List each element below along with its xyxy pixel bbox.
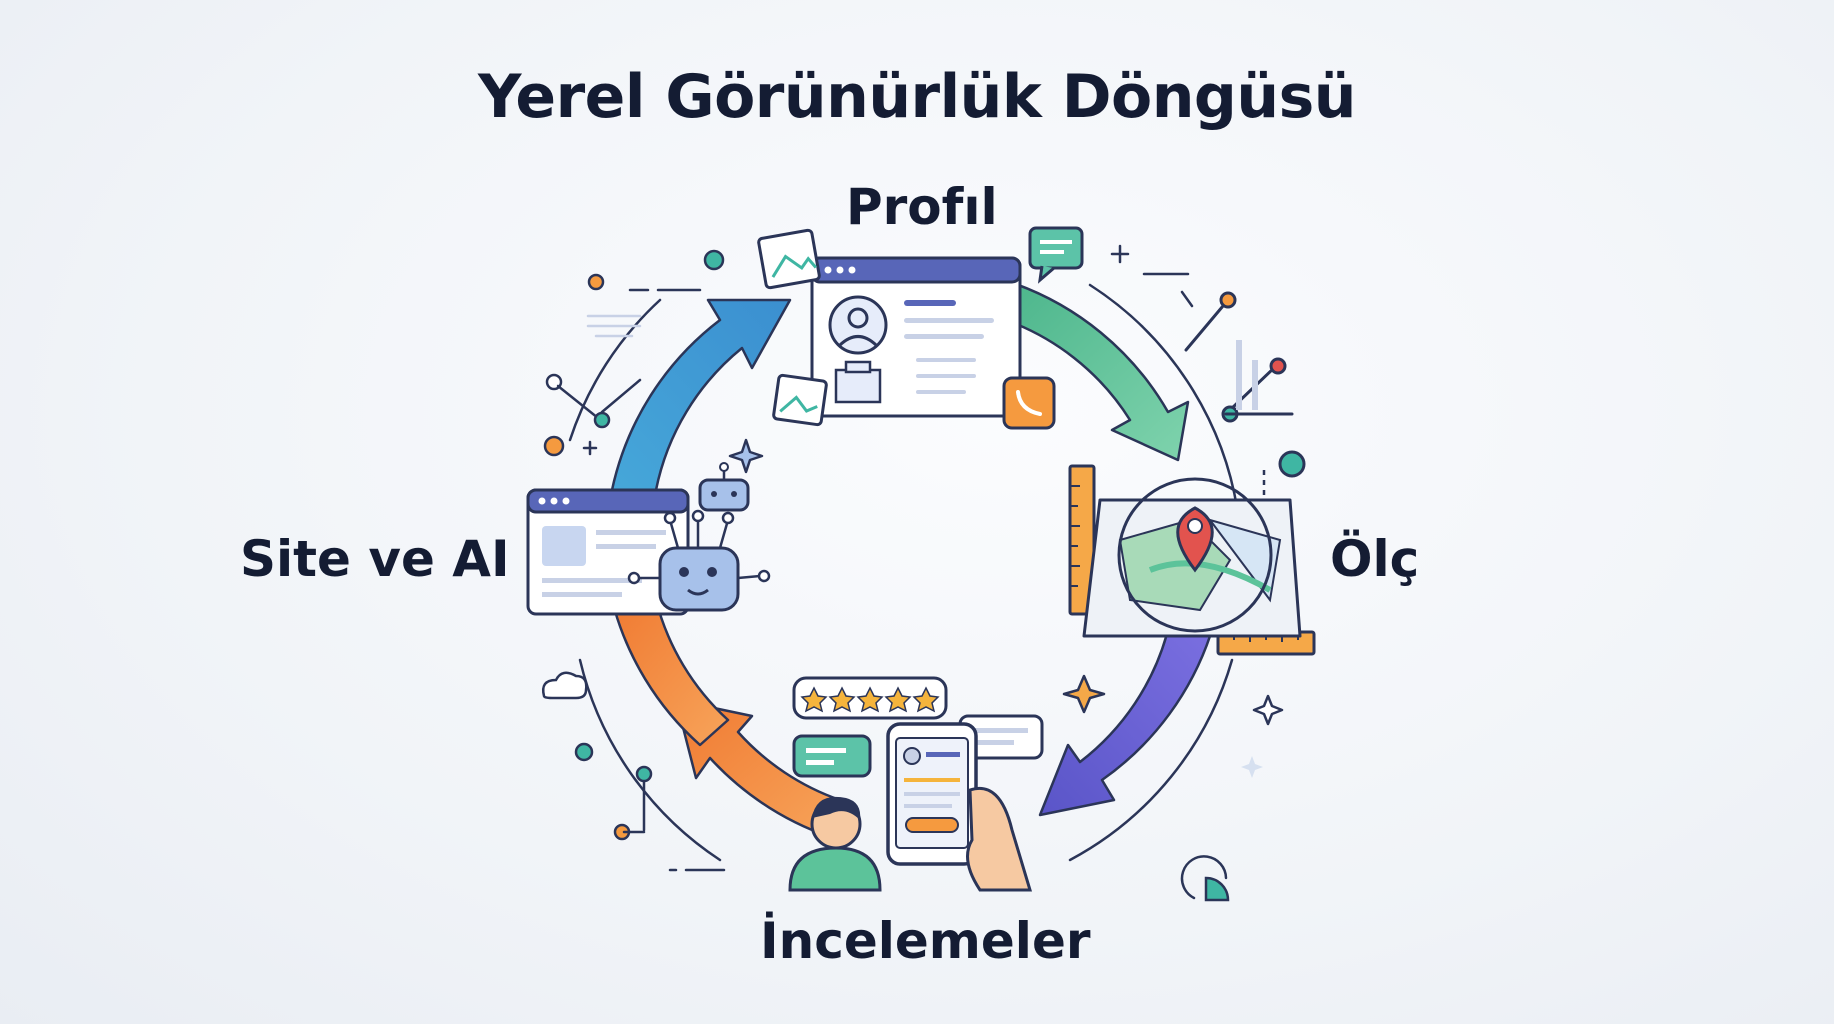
phone-icon — [1004, 378, 1054, 428]
profile-window-icon — [812, 258, 1020, 416]
measure-dot — [1264, 452, 1304, 500]
arrow-purple — [1040, 630, 1212, 815]
arrow-blue — [612, 300, 790, 490]
chart-icon — [1186, 293, 1292, 421]
star-rating-icon — [794, 678, 946, 718]
arrow-green — [1000, 282, 1188, 460]
chat-bubble-icon — [1030, 228, 1082, 280]
